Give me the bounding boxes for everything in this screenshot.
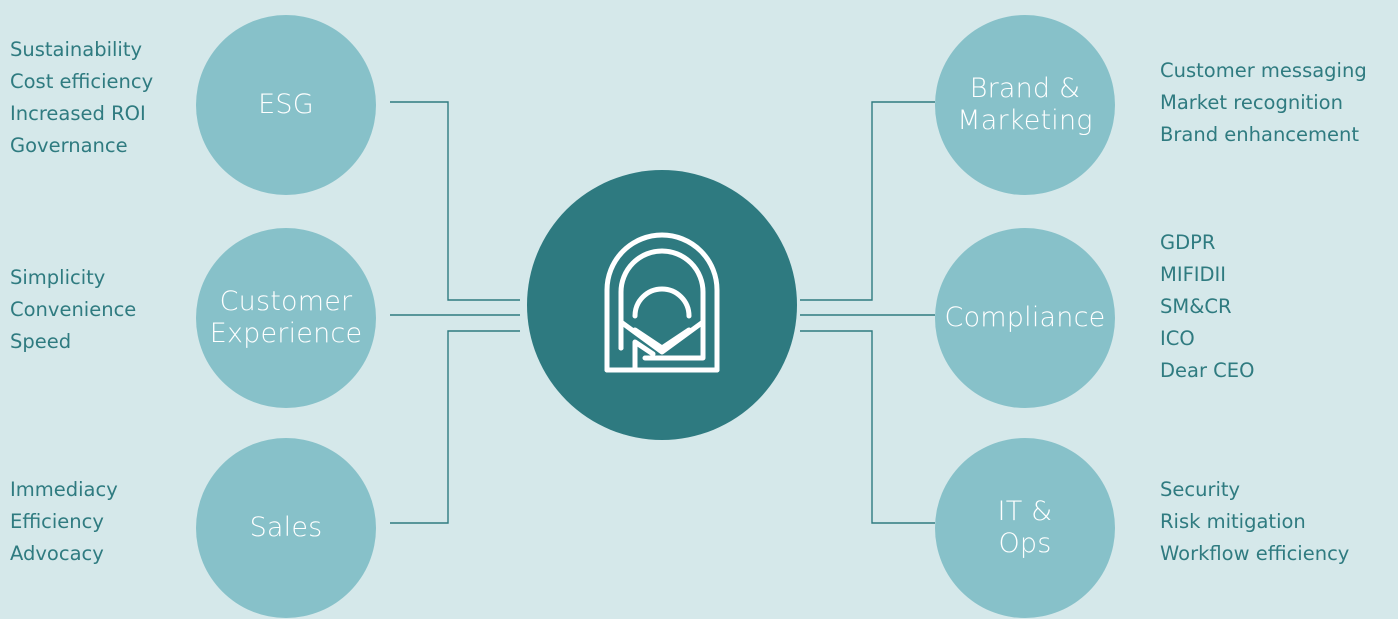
list-item: Speed [10, 330, 72, 353]
node-label: Ops [998, 528, 1052, 559]
list-item: Market recognition [1160, 91, 1343, 114]
connector-sales [390, 330, 520, 524]
node-label: IT & [997, 496, 1053, 528]
node-label: Brand & [969, 73, 1081, 105]
list-item: Governance [10, 134, 128, 157]
node-it-ops: IT & Ops [935, 438, 1115, 618]
list-item: Advocacy [10, 542, 104, 565]
company-logo-icon [604, 232, 720, 373]
node-label: Sales [249, 512, 323, 544]
list-compliance: GDPR MIFIDII SM&CR ICO Dear CEO [1160, 227, 1254, 387]
node-label: Experience [209, 318, 363, 349]
connector-brand-marketing [800, 101, 935, 301]
list-item: Efficiency [10, 510, 104, 533]
list-item: Brand enhancement [1160, 123, 1360, 146]
node-brand-marketing: Brand & Marketing [935, 15, 1115, 195]
list-customer-experience: Simplicity Convenience Speed [10, 262, 136, 358]
node-esg: ESG [196, 15, 376, 195]
node-sales: Sales [196, 438, 376, 618]
node-label: Customer [219, 286, 353, 318]
list-item: Cost efficiency [10, 70, 154, 93]
connector-esg [390, 101, 520, 301]
node-compliance: Compliance [935, 228, 1115, 408]
list-item: Convenience [10, 298, 137, 321]
list-item: Increased ROI [10, 102, 146, 125]
list-item: ICO [1160, 327, 1195, 350]
list-item: Sustainability [10, 38, 143, 61]
list-item: Customer messaging [1160, 59, 1367, 82]
node-customer-experience: Customer Experience [196, 228, 376, 408]
node-label: ESG [258, 89, 314, 121]
node-label: Marketing [957, 105, 1093, 136]
list-esg: Sustainability Cost efficiency Increased… [10, 34, 153, 162]
list-item: Dear CEO [1160, 359, 1255, 382]
connector-it-ops [800, 330, 935, 524]
list-item: MIFIDII [1160, 263, 1227, 286]
list-item: Risk mitigation [1160, 510, 1306, 533]
list-sales: Immediacy Efficiency Advocacy [10, 474, 118, 570]
node-label: Compliance [944, 302, 1106, 334]
list-item: Immediacy [10, 478, 118, 501]
list-it-ops: Security Risk mitigation Workflow effici… [1160, 474, 1349, 570]
list-item: Simplicity [10, 266, 106, 289]
hub-circle [527, 170, 797, 440]
list-item: GDPR [1160, 231, 1216, 254]
list-item: Security [1160, 478, 1241, 501]
list-brand-marketing: Customer messaging Market recognition Br… [1160, 55, 1367, 151]
list-item: SM&CR [1160, 295, 1232, 318]
list-item: Workflow efficiency [1160, 542, 1350, 565]
